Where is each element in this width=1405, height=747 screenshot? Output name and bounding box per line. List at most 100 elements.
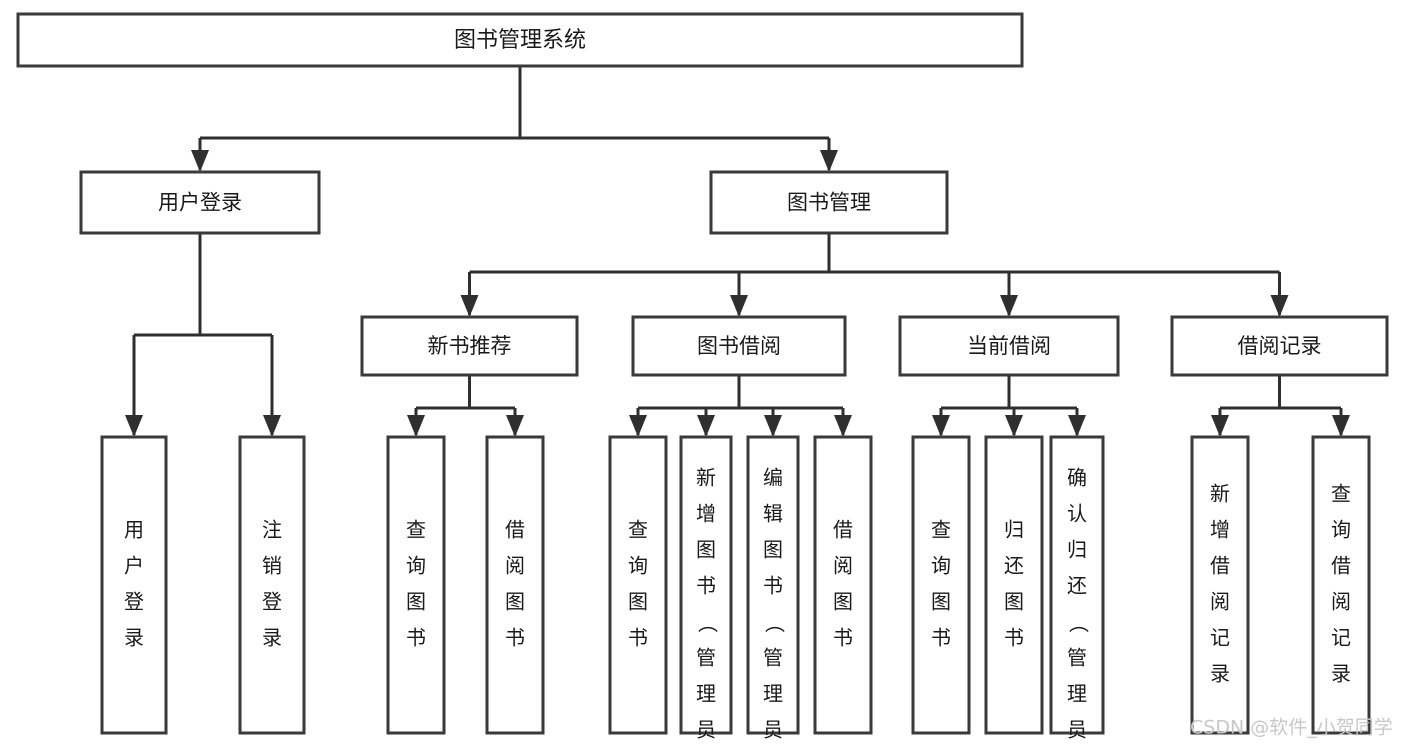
- node-label-borrow-record: 借阅记录: [1238, 334, 1322, 358]
- node-label-char: 书: [833, 626, 853, 650]
- node-label-char: 阅: [833, 554, 853, 578]
- arrow-head-icon: [764, 415, 782, 437]
- node-book-manage[interactable]: 图书管理: [709, 170, 949, 235]
- node-label-char: 录: [124, 626, 144, 650]
- node-label-char: 员: [1067, 718, 1087, 742]
- node-label-char: 辑: [763, 502, 783, 526]
- node-label-char: 询: [406, 554, 426, 578]
- node-label-char: 确: [1067, 466, 1087, 490]
- node-label-char: 图: [833, 590, 853, 614]
- node-box-user-login-do: [100, 435, 168, 735]
- node-box-edit-book-admin: [746, 435, 800, 735]
- node-label-char: 员: [763, 718, 783, 742]
- node-label-char: 阅: [1331, 590, 1351, 614]
- nodes-layer: 图书管理系统用户登录图书管理用户登录注销登录新书推荐查询图书借阅图书图书借阅查询…: [16, 12, 1389, 747]
- arrow-head-icon: [506, 415, 524, 437]
- node-label-char: 理: [1067, 682, 1087, 706]
- arrow-head-icon: [697, 415, 715, 437]
- node-new-book-recommend[interactable]: 新书推荐: [360, 315, 579, 377]
- node-label-char: 增: [696, 502, 716, 526]
- node-label-char: 图: [505, 590, 525, 614]
- node-book-borrow[interactable]: 图书借阅: [631, 315, 847, 377]
- node-label-char: 阅: [1210, 590, 1230, 614]
- node-user-login[interactable]: 用户登录: [79, 170, 321, 235]
- arrow-head-icon: [191, 150, 209, 172]
- node-label-char: 查: [406, 518, 426, 542]
- node-label-char: 户: [124, 554, 144, 578]
- arrow-head-icon: [820, 150, 838, 172]
- node-label-char: 管: [1067, 646, 1087, 670]
- node-box-root: [16, 12, 1024, 68]
- node-label-char: （: [1067, 613, 1091, 633]
- node-label-char: 记: [1210, 626, 1230, 650]
- node-root[interactable]: 图书管理系统: [16, 12, 1024, 68]
- node-user-login-do[interactable]: 用户登录: [100, 435, 168, 735]
- node-label-char: 图: [696, 538, 716, 562]
- node-label-char: 书: [696, 574, 716, 598]
- node-label-char: 借: [833, 518, 853, 542]
- node-box-confirm-return-admin: [1049, 435, 1105, 735]
- arrow-head-icon: [730, 295, 748, 317]
- node-box-borrow-book-1: [485, 435, 545, 735]
- node-label-char: 录: [1210, 662, 1230, 686]
- arrow-head-icon: [1005, 415, 1023, 437]
- arrow-head-icon: [263, 415, 281, 437]
- arrow-head-icon: [1332, 415, 1350, 437]
- node-label-char: 管: [696, 646, 716, 670]
- node-box-user-logout: [238, 435, 306, 735]
- arrow-head-icon: [1211, 415, 1229, 437]
- node-label-char: 查: [1331, 482, 1351, 506]
- node-box-query-book-2: [608, 435, 668, 735]
- node-label-new-book-recommend: 新书推荐: [428, 334, 512, 358]
- node-label-char: 查: [931, 518, 951, 542]
- node-label-char: 新: [1210, 482, 1230, 506]
- csdn-watermark: CSDN @软件_小贺同学: [1190, 717, 1393, 739]
- node-box-borrow-book-2: [813, 435, 873, 735]
- node-label-char: 用: [124, 518, 144, 542]
- node-label-char: 图: [1004, 590, 1024, 614]
- node-label-char: 图: [931, 590, 951, 614]
- node-label-char: 认: [1067, 502, 1087, 526]
- arrow-head-icon: [407, 415, 425, 437]
- node-label-root: 图书管理系统: [454, 28, 586, 53]
- node-label-char: 新: [696, 466, 716, 490]
- node-box-return-book: [984, 435, 1044, 735]
- node-label-char: 员: [696, 718, 716, 742]
- arrow-head-icon: [629, 415, 647, 437]
- node-label-char: 借: [1210, 554, 1230, 578]
- node-label-char: 书: [1004, 626, 1024, 650]
- arrow-head-icon: [460, 295, 479, 317]
- node-box-user-login: [79, 170, 321, 235]
- node-box-add-book-admin: [679, 435, 733, 735]
- node-label-book-borrow: 图书借阅: [697, 334, 781, 358]
- node-label-char: 登: [124, 590, 144, 614]
- node-label-char: 理: [696, 682, 716, 706]
- node-label-char: 录: [1331, 662, 1351, 686]
- node-box-current-borrow: [898, 315, 1120, 377]
- node-label-char: 书: [931, 626, 951, 650]
- node-label-current-borrow: 当前借阅: [967, 334, 1051, 358]
- node-label-char: （: [763, 613, 787, 633]
- node-label-char: 记: [1331, 626, 1351, 650]
- node-current-borrow[interactable]: 当前借阅: [898, 315, 1120, 377]
- arrow-head-icon: [1270, 295, 1289, 317]
- node-box-new-book-recommend: [360, 315, 579, 377]
- node-label-char: （: [696, 613, 720, 633]
- arrow-head-icon: [932, 415, 950, 437]
- node-label-char: 图: [628, 590, 648, 614]
- arrow-head-icon: [125, 415, 143, 437]
- node-borrow-record[interactable]: 借阅记录: [1170, 315, 1389, 377]
- node-label-char: 图: [406, 590, 426, 614]
